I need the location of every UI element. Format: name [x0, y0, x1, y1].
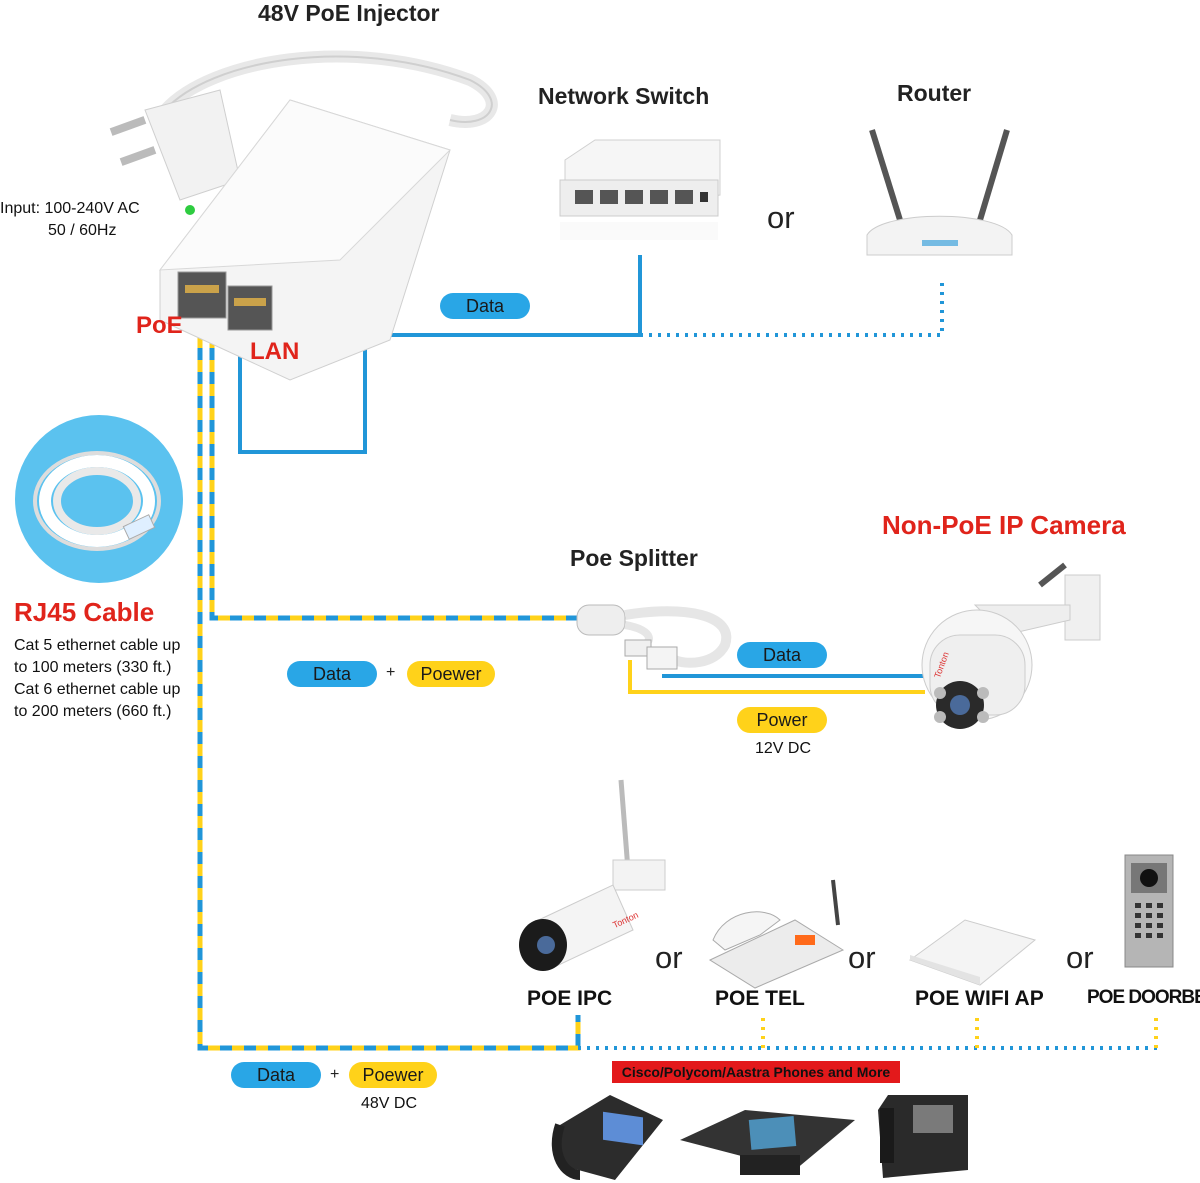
splitter-in-data-pill: Data — [287, 661, 377, 687]
splitter-out-power-pill: Power — [737, 707, 827, 733]
router-title: Router — [897, 80, 972, 106]
splitter-title: Poe Splitter — [570, 545, 698, 571]
ip-phone-1-icon — [551, 1095, 663, 1180]
poe-doorbell-label: POE DOORBELL — [1087, 987, 1200, 1008]
bottom-plus: + — [330, 1066, 340, 1083]
router-dotted-link — [640, 278, 944, 337]
poe-doorbell-icon — [1124, 854, 1174, 968]
poe-injector-icon — [109, 50, 498, 381]
rj45-cable-icon — [15, 415, 183, 583]
poe-wifi-ap-icon — [908, 919, 1037, 986]
poe-tel-icon — [708, 879, 845, 989]
network-switch-icon — [559, 139, 721, 240]
phones-banner: Cisco/Polycom/Aastra Phones and More — [612, 1061, 900, 1083]
splitter-voltage: 12V DC — [755, 740, 812, 757]
lan-port-label: LAN — [250, 338, 300, 365]
poe-splitter-icon — [576, 604, 732, 670]
cable-line3: Cat 6 ethernet cable up — [14, 681, 181, 698]
switch-or-router: or — [767, 200, 795, 235]
camera-title: Non-PoE IP Camera — [882, 510, 1126, 540]
poe-ipc-label: POE IPC — [527, 987, 613, 1010]
poe-trunk-cable — [197, 312, 581, 1051]
injector-input-line2: 50 / 60Hz — [48, 222, 117, 239]
injector-title: 48V PoE Injector — [258, 0, 440, 26]
cable-line2: to 100 meters (330 ft.) — [14, 659, 172, 676]
or-separator-3: or — [1066, 940, 1094, 975]
cable-line4: to 200 meters (660 ft.) — [14, 703, 172, 720]
lan-to-switch-wire — [238, 255, 642, 454]
poe-tel-label: POE TEL — [715, 987, 805, 1010]
upstream-data-pill: Data — [440, 293, 530, 319]
or-separator-2: or — [848, 940, 876, 975]
poe-wifi-ap-label: POE WIFI AP — [915, 987, 1044, 1010]
poe-ipc-icon — [519, 779, 666, 971]
splitter-in-power-pill: Poewer — [407, 661, 495, 687]
cable-line1: Cat 5 ethernet cable up — [14, 637, 181, 654]
router-icon — [866, 129, 1013, 256]
cable-title: RJ45 Cable — [14, 597, 155, 627]
conference-phone-icon — [680, 1110, 855, 1175]
injector-input-line1: Input: 100-240V AC — [0, 200, 140, 217]
poe-port-label: PoE — [136, 312, 183, 339]
non-poe-camera-icon — [921, 562, 1101, 729]
ip-phone-2-icon — [878, 1095, 968, 1178]
splitter-out-data-pill: Data — [737, 642, 827, 668]
bottom-data-pill: Data — [231, 1062, 321, 1088]
bottom-power-pill: Poewer — [349, 1062, 437, 1088]
switch-title: Network Switch — [538, 83, 710, 109]
splitter-power-wire — [628, 660, 925, 694]
splitter-plus: + — [386, 664, 396, 681]
or-separator-1: or — [655, 940, 683, 975]
bottom-voltage: 48V DC — [361, 1095, 418, 1112]
